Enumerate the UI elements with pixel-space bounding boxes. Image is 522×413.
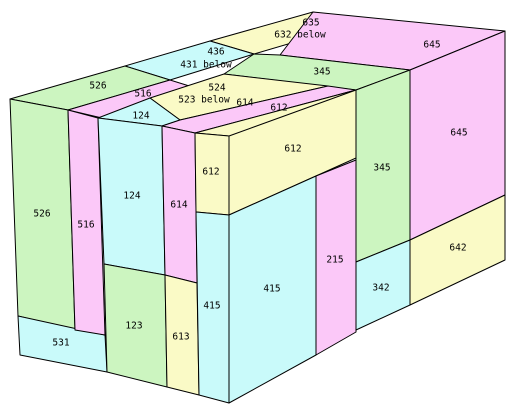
label-614: 614 (170, 200, 187, 211)
label-645-top: 645 (423, 40, 440, 51)
label-415: 415 (263, 284, 280, 295)
label-531: 531 (52, 338, 69, 349)
label-642: 642 (449, 243, 466, 254)
label-345-top: 345 (313, 67, 330, 78)
label-124-top: 124 (132, 111, 149, 122)
label-436: 436 (207, 47, 224, 58)
label-526: 526 (33, 209, 50, 220)
label-415-left: 415 (203, 301, 220, 312)
label-123: 123 (125, 321, 142, 332)
label-516: 516 (77, 220, 94, 231)
label-612: 612 (202, 167, 219, 178)
label-526-top: 526 (89, 81, 106, 92)
label-632-below: 632 below (274, 30, 326, 41)
label-345: 345 (373, 163, 390, 174)
label-124: 124 (123, 191, 140, 202)
front-face (9, 98, 357, 404)
label-342: 342 (372, 283, 389, 294)
front-215 (315, 159, 357, 356)
top-face (9, 11, 506, 159)
label-635: 635 (302, 18, 319, 29)
label-612-side: 612 (284, 144, 301, 155)
front-516 (67, 109, 106, 336)
label-614-top: 614 (236, 98, 253, 109)
label-613: 613 (172, 332, 189, 343)
label-431-below: 431 below (180, 60, 232, 71)
label-516-top: 516 (134, 89, 151, 100)
right-face (228, 30, 506, 331)
label-524: 524 (208, 83, 225, 94)
label-612-top: 612 (270, 103, 287, 114)
label-215: 215 (326, 255, 343, 266)
label-645: 645 (450, 128, 467, 139)
label-523-below: 523 below (178, 95, 230, 106)
labels: 635 632 below 645 436 431 below 345 526 … (33, 18, 467, 349)
